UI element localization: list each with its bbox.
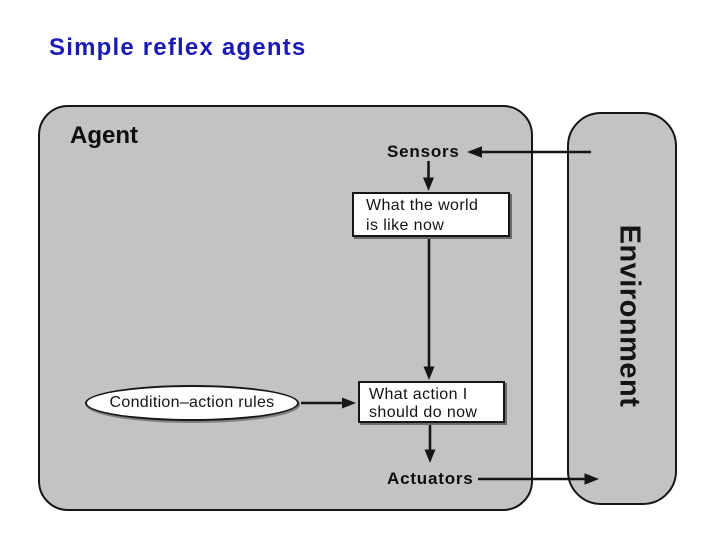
actuators-label: Actuators	[387, 469, 474, 488]
sensors-label: Sensors	[387, 142, 460, 161]
environment-label: Environment	[613, 224, 646, 408]
action-line2: should do now	[369, 404, 478, 421]
action-line1: What action I	[369, 386, 468, 403]
action-box: What action I should do now	[358, 381, 505, 423]
rules-ellipse: Condition–action rules	[85, 385, 299, 421]
rules-label: Condition–action rules	[109, 394, 275, 411]
page-title: Simple reflex agents	[49, 34, 307, 61]
environment-region	[567, 112, 677, 505]
world-state-box: What the world is like now	[352, 192, 510, 237]
world-state-line1: What the world	[366, 197, 479, 214]
agent-region	[38, 105, 533, 511]
world-state-line2: is like now	[366, 216, 445, 234]
agent-label: Agent	[70, 122, 138, 149]
